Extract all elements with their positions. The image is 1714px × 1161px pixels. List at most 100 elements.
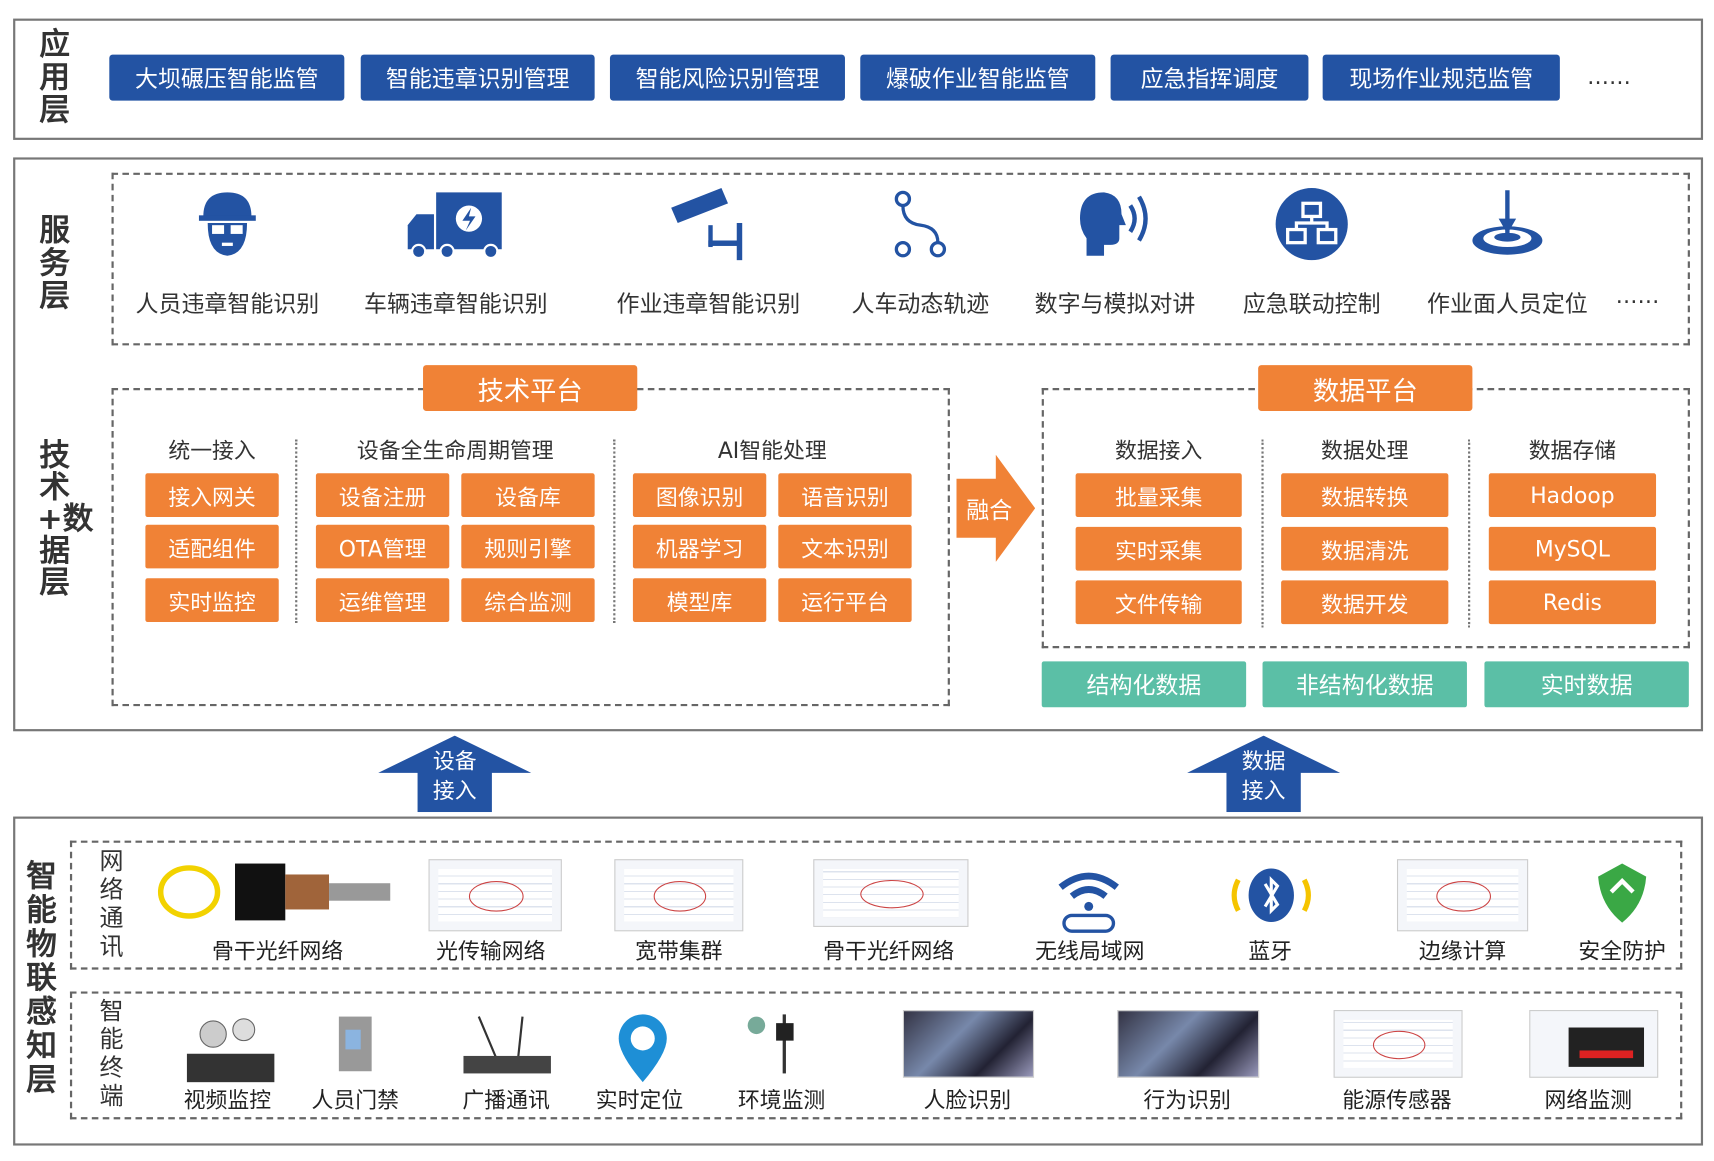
face-image	[902, 1010, 1035, 1078]
divider	[1468, 439, 1471, 628]
data-item[interactable]: MySQL	[1488, 526, 1657, 571]
terminal-item-label: 人员门禁	[311, 1086, 399, 1113]
service-item-label: 人车动态轨迹	[851, 290, 990, 317]
cam-image	[180, 1010, 278, 1087]
crowd-image	[1117, 1010, 1260, 1078]
service-item-label: 车辆违章智能识别	[364, 290, 548, 317]
arrow-label-line: 数据	[1241, 747, 1286, 774]
tech-item[interactable]: 图像识别	[632, 473, 767, 518]
mic-image	[457, 1010, 555, 1078]
tech-item[interactable]: 实时监控	[145, 578, 279, 622]
data-item[interactable]: 数据开发	[1281, 580, 1449, 625]
tech-item[interactable]: 接入网关	[145, 473, 279, 518]
diagram-image	[428, 859, 562, 932]
network-item-label: 蓝牙	[1248, 937, 1293, 965]
divider	[613, 439, 616, 624]
shield-image	[1574, 859, 1670, 925]
voice-icon	[1079, 192, 1148, 256]
tech-item[interactable]: 运行平台	[778, 578, 912, 622]
wifi-image	[1028, 859, 1150, 938]
service-layer-label: 服务层	[39, 212, 70, 314]
helmet-icon	[198, 192, 256, 256]
data-type-button[interactable]: 实时数据	[1484, 661, 1689, 708]
data-item[interactable]: 文件传输	[1075, 580, 1242, 625]
terminal-item-label: 环境监测	[737, 1086, 826, 1113]
tech-item[interactable]: 模型库	[632, 578, 767, 622]
iot-layer-label: 智能物联感知层	[26, 858, 57, 1098]
terminal-item-label: 行为识别	[1143, 1086, 1231, 1113]
service-tech-data-container	[13, 157, 1704, 732]
sensor-image	[1333, 1010, 1463, 1078]
service-item: 数字与模拟对讲	[1017, 186, 1214, 319]
tech-item[interactable]: 规则引擎	[461, 524, 595, 569]
tech-data-layer-label: 技术+数据层	[37, 437, 94, 601]
tech-item[interactable]: 设备注册	[315, 473, 450, 518]
arrow-label-line: 设备	[432, 747, 477, 774]
network-icon	[1275, 188, 1348, 261]
network-item-label: 骨干光纤网络	[823, 937, 955, 965]
service-item-label: 人员违章智能识别	[135, 290, 320, 317]
tech-item[interactable]: 适配组件	[145, 524, 279, 569]
service-item: 作业面人员定位	[1409, 186, 1606, 319]
terminal-item-label: 能源传感器	[1342, 1086, 1452, 1113]
data-item[interactable]: 数据转换	[1281, 473, 1449, 518]
data-type-button[interactable]: 非结构化数据	[1262, 661, 1467, 708]
tech-item[interactable]: 文本识别	[778, 524, 912, 569]
network-label: 网络通讯	[99, 848, 124, 961]
arrow-label-line: 接入	[432, 777, 477, 804]
gate-image	[324, 1010, 390, 1076]
tech-item[interactable]: 运维管理	[315, 578, 450, 622]
tech-item[interactable]: 综合监测	[461, 578, 595, 622]
network-item-label: 骨干光纤网络	[212, 937, 344, 965]
device-access-label: 设备接入	[415, 747, 494, 806]
network-item-label: 宽带集群	[635, 937, 723, 965]
up-arrow-icon	[378, 735, 532, 813]
app-button[interactable]: 智能违章识别管理	[360, 54, 595, 101]
app-button[interactable]: 应急指挥调度	[1110, 54, 1309, 101]
pin-image	[599, 1010, 686, 1087]
group-header: 统一接入	[168, 437, 256, 464]
data-type-button[interactable]: 结构化数据	[1041, 661, 1247, 708]
meter-image	[1529, 1010, 1659, 1078]
arrow-label-line: 接入	[1241, 777, 1286, 804]
network-box	[69, 840, 1683, 970]
app-button[interactable]: 大坝碾压智能监管	[109, 54, 345, 101]
camera-icon	[671, 188, 743, 261]
data-item[interactable]: Hadoop	[1488, 473, 1657, 518]
tech-item[interactable]: 设备库	[461, 473, 595, 518]
terminal-item-label: 网络监测	[1544, 1086, 1632, 1113]
tech-item[interactable]: 语音识别	[778, 473, 912, 518]
group-header: AI智能处理	[717, 437, 827, 464]
terminal-item-label: 广播通讯	[462, 1086, 550, 1113]
service-item: 作业违章智能识别	[610, 186, 807, 319]
app-button[interactable]: 爆破作业智能监管	[860, 54, 1096, 101]
app-button[interactable]: 现场作业规范监管	[1322, 54, 1560, 101]
tech-platform-title: 技术平台	[423, 365, 638, 412]
data-item[interactable]: 数据清洗	[1281, 526, 1449, 571]
app-button[interactable]: 智能风险识别管理	[609, 54, 845, 101]
fiber-image	[148, 859, 421, 925]
data-item[interactable]: Redis	[1488, 580, 1657, 625]
service-item: 车辆违章智能识别	[357, 186, 554, 319]
data-item[interactable]: 实时采集	[1075, 526, 1242, 571]
screen-image	[614, 859, 744, 932]
divider	[295, 439, 298, 624]
service-item-label: 应急联动控制	[1242, 290, 1381, 317]
edge-image	[1396, 859, 1529, 932]
network-item-label: 无线局域网	[1035, 937, 1145, 965]
divider	[1261, 439, 1264, 628]
group-header: 数据存储	[1528, 437, 1617, 464]
truck-icon	[407, 192, 502, 260]
service-item-label: 数字与模拟对讲	[1034, 290, 1196, 317]
service-item: 人车动态轨迹	[822, 186, 1019, 319]
route-icon	[894, 190, 947, 258]
data-platform-title: 数据平台	[1258, 365, 1473, 412]
tech-item[interactable]: 机器学习	[632, 524, 767, 569]
tech-item[interactable]: OTA管理	[315, 524, 450, 569]
service-item: 人员违章智能识别	[129, 186, 326, 319]
data-item[interactable]: 批量采集	[1075, 473, 1242, 518]
terminal-box	[69, 991, 1683, 1120]
more-ellipsis: ……	[1615, 282, 1660, 309]
fusion-label: 融合	[966, 497, 1013, 524]
